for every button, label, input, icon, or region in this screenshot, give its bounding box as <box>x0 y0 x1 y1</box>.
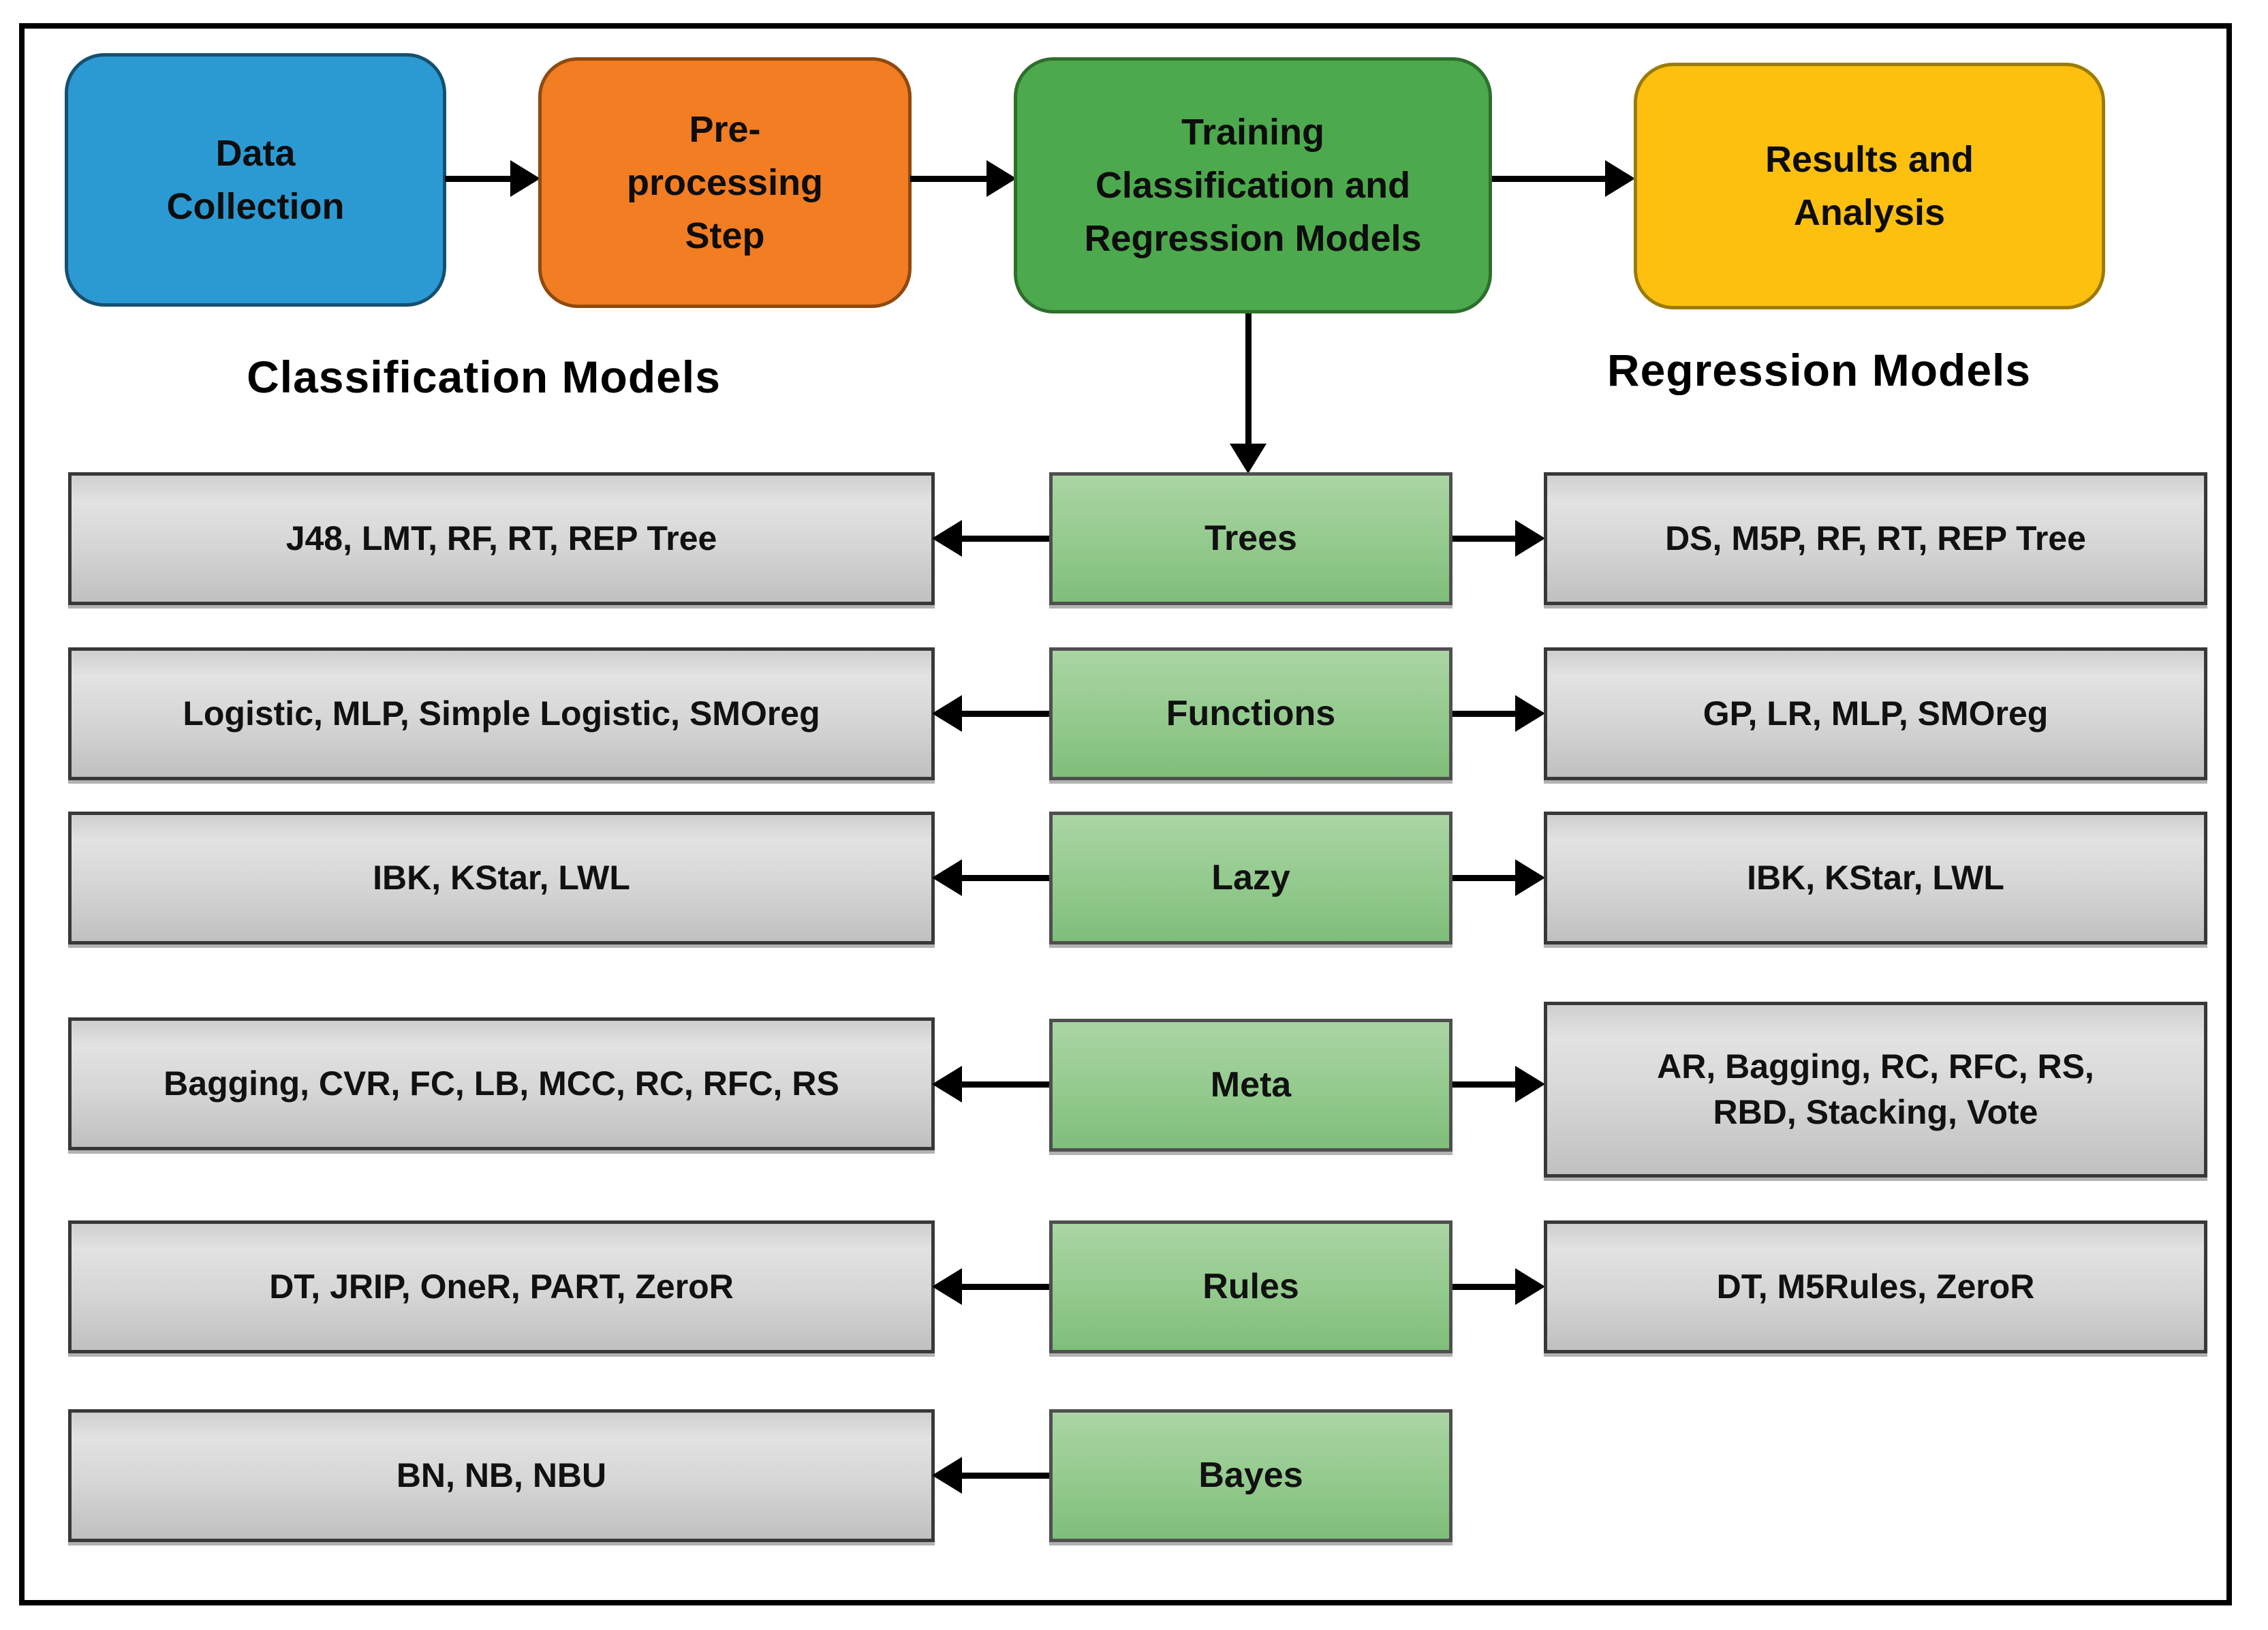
pipeline-box-data-collection-label: Data Collection <box>166 132 345 227</box>
arrowhead-right-icon <box>1515 695 1545 732</box>
arrow-lazy-to-classification <box>932 859 1049 896</box>
classification-rules-label: DT, JRIP, OneR, PART, ZeroR <box>269 1267 734 1306</box>
pipeline-box-results-label: Results and Analysis <box>1765 138 1974 233</box>
regression-lazy-label: IBK, KStar, LWL <box>1747 858 2004 897</box>
classification-models-header: Classification Models <box>247 352 721 402</box>
regression-meta-label: AR, Bagging, RC, RFC, RS, RBD, Stacking,… <box>1657 1047 2094 1132</box>
category-functions-box: Functions <box>1049 647 1453 780</box>
arrow-shaft <box>1453 1284 1515 1290</box>
classification-rules-box: DT, JRIP, OneR, PART, ZeroR <box>68 1220 935 1353</box>
arrow-shaft <box>962 1081 1049 1088</box>
classification-bayes-label: BN, NB, NBU <box>396 1456 607 1494</box>
arrow-functions-to-classification <box>932 695 1049 732</box>
arrowhead-down-icon <box>1230 444 1267 474</box>
regression-functions-box: GP, LR, MLP, SMOreg <box>1544 647 2207 780</box>
arrow-shaft <box>1245 313 1252 444</box>
category-meta-label: Meta <box>1210 1065 1292 1105</box>
arrowhead-left-icon <box>932 695 962 732</box>
arrow-preprocessing-to-training <box>910 160 1016 197</box>
category-lazy-label: Lazy <box>1211 858 1290 898</box>
arrow-shaft <box>1453 536 1515 542</box>
regression-meta-box: AR, Bagging, RC, RFC, RS, RBD, Stacking,… <box>1544 1002 2207 1178</box>
pipeline-box-data-collection: Data Collection <box>65 53 446 307</box>
arrowhead-left-icon <box>932 520 962 557</box>
arrowhead-right-icon <box>510 160 540 197</box>
regression-trees-label: DS, M5P, RF, RT, REP Tree <box>1665 519 2086 557</box>
arrowhead-left-icon <box>932 1066 962 1103</box>
pipeline-box-preprocessing: Pre- processing Step <box>538 57 912 308</box>
regression-functions-label: GP, LR, MLP, SMOreg <box>1703 694 2049 733</box>
category-trees-box: Trees <box>1049 472 1453 605</box>
arrowhead-right-icon <box>1515 520 1545 557</box>
arrow-shaft <box>1453 1081 1515 1088</box>
regression-lazy-box: IBK, KStar, LWL <box>1544 812 2207 944</box>
arrow-shaft <box>962 1473 1049 1479</box>
arrow-shaft <box>1453 711 1515 717</box>
arrowhead-left-icon <box>932 1457 962 1494</box>
arrow-shaft <box>962 711 1049 717</box>
category-bayes-label: Bayes <box>1198 1456 1303 1496</box>
classification-bayes-box: BN, NB, NBU <box>68 1409 935 1542</box>
classification-lazy-box: IBK, KStar, LWL <box>68 812 935 944</box>
regression-rules-box: DT, M5Rules, ZeroR <box>1544 1220 2207 1353</box>
outer-frame <box>19 23 2232 1605</box>
classification-trees-label: J48, LMT, RF, RT, REP Tree <box>285 519 717 557</box>
pipeline-box-training: Training Classification and Regression M… <box>1014 57 1492 313</box>
arrowhead-right-icon <box>1515 859 1545 896</box>
arrowhead-right-icon <box>1515 1066 1545 1103</box>
arrow-bayes-to-classification <box>932 1457 1049 1494</box>
arrow-functions-to-regression <box>1453 695 1545 732</box>
regression-models-header: Regression Models <box>1606 345 2032 395</box>
arrow-trees-to-regression <box>1453 520 1545 557</box>
arrow-shaft <box>910 176 987 182</box>
classification-meta-label: Bagging, CVR, FC, LB, MCC, RC, RFC, RS <box>164 1064 839 1103</box>
arrow-rules-to-regression <box>1453 1268 1545 1305</box>
pipeline-box-preprocessing-label: Pre- processing Step <box>626 108 824 257</box>
arrowhead-left-icon <box>932 1268 962 1305</box>
arrow-rules-to-classification <box>932 1268 1049 1305</box>
arrow-shaft <box>962 875 1049 881</box>
arrow-shaft <box>1492 176 1605 182</box>
category-rules-box: Rules <box>1049 1220 1453 1353</box>
arrow-meta-to-classification <box>932 1066 1049 1103</box>
pipeline-box-results: Results and Analysis <box>1634 63 2105 309</box>
classification-lazy-label: IBK, KStar, LWL <box>373 858 630 897</box>
classification-functions-box: Logistic, MLP, Simple Logistic, SMOreg <box>68 647 935 780</box>
arrow-shaft <box>1453 875 1515 881</box>
regression-trees-box: DS, M5P, RF, RT, REP Tree <box>1544 472 2207 605</box>
arrowhead-right-icon <box>987 160 1016 197</box>
arrow-training-to-trees <box>1230 313 1267 474</box>
arrow-trees-to-classification <box>932 520 1049 557</box>
arrow-data-collection-to-preprocessing <box>445 160 540 197</box>
arrow-shaft <box>962 1284 1049 1290</box>
pipeline-box-training-label: Training Classification and Regression M… <box>1084 111 1422 260</box>
category-trees-label: Trees <box>1205 519 1297 559</box>
classification-functions-label: Logistic, MLP, Simple Logistic, SMOreg <box>183 694 820 733</box>
arrowhead-right-icon <box>1515 1268 1545 1305</box>
category-lazy-box: Lazy <box>1049 812 1453 944</box>
arrowhead-right-icon <box>1605 160 1635 197</box>
classification-trees-box: J48, LMT, RF, RT, REP Tree <box>68 472 935 605</box>
category-rules-label: Rules <box>1202 1267 1299 1307</box>
classification-meta-box: Bagging, CVR, FC, LB, MCC, RC, RFC, RS <box>68 1017 935 1150</box>
arrow-meta-to-regression <box>1453 1066 1545 1103</box>
arrow-shaft <box>445 176 510 182</box>
category-bayes-box: Bayes <box>1049 1409 1453 1542</box>
arrow-lazy-to-regression <box>1453 859 1545 896</box>
arrowhead-left-icon <box>932 859 962 896</box>
arrow-training-to-results <box>1492 160 1635 197</box>
category-functions-label: Functions <box>1166 694 1336 734</box>
arrow-shaft <box>962 536 1049 542</box>
regression-rules-label: DT, M5Rules, ZeroR <box>1716 1267 2035 1306</box>
category-meta-box: Meta <box>1049 1019 1453 1152</box>
